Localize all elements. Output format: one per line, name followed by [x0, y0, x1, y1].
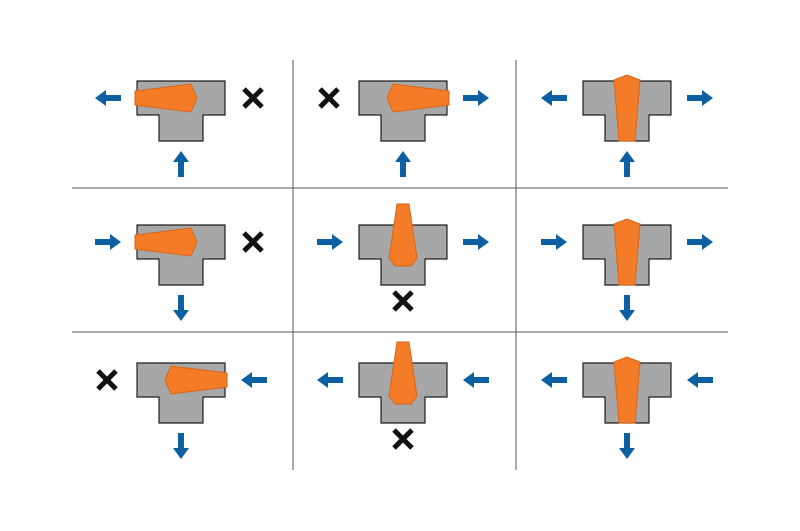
bottom-port-outflow-arrow-icon [173, 433, 189, 459]
valve-plug [388, 341, 418, 405]
right-port-blocked-cross-icon [242, 231, 264, 253]
bottom-port-blocked-cross-icon [392, 428, 414, 450]
right-port-outflow-arrow-icon [687, 90, 713, 106]
valve-cell-r3-c3 [541, 356, 713, 459]
valve-plug [134, 227, 198, 257]
bottom-port-inflow-arrow-icon [619, 151, 635, 177]
right-port-inflow-arrow-icon [463, 372, 489, 388]
grid-lines [72, 60, 728, 470]
left-port-outflow-arrow-icon [317, 372, 343, 388]
cross-stroke-b [242, 87, 264, 109]
bottom-port-inflow-arrow-icon [395, 151, 411, 177]
bottom-port-outflow-arrow-icon [619, 433, 635, 459]
valve-cell-r1-c3 [541, 74, 713, 177]
valve-cells [95, 74, 713, 459]
bottom-port-blocked-cross-icon [392, 290, 414, 312]
valve-cell-r3-c1 [96, 362, 267, 459]
valve-cell-r2-c2 [317, 203, 489, 312]
right-port-outflow-arrow-icon [687, 234, 713, 250]
valve-cell-r1-c2 [318, 80, 489, 177]
left-port-inflow-arrow-icon [317, 234, 343, 250]
right-port-inflow-arrow-icon [241, 372, 267, 388]
cross-stroke-b [392, 428, 414, 450]
valve-plug [613, 356, 641, 424]
valve-plug [134, 83, 198, 113]
bottom-port-outflow-arrow-icon [619, 295, 635, 321]
left-port-blocked-cross-icon [96, 369, 118, 391]
left-port-outflow-arrow-icon [541, 372, 567, 388]
left-port-blocked-cross-icon [318, 87, 340, 109]
valve-plug [613, 74, 641, 142]
right-port-blocked-cross-icon [242, 87, 264, 109]
valve-plug [386, 83, 450, 113]
right-port-outflow-arrow-icon [463, 234, 489, 250]
cross-stroke-b [318, 87, 340, 109]
bottom-port-inflow-arrow-icon [173, 151, 189, 177]
cross-stroke-b [392, 290, 414, 312]
left-port-inflow-arrow-icon [95, 234, 121, 250]
valve-cell-r3-c2 [317, 341, 489, 450]
valve-cell-r1-c1 [95, 80, 264, 177]
left-port-outflow-arrow-icon [541, 90, 567, 106]
bottom-port-outflow-arrow-icon [173, 295, 189, 321]
valve-plug [164, 365, 228, 395]
left-port-outflow-arrow-icon [95, 90, 121, 106]
valve-plug [388, 203, 418, 267]
right-port-outflow-arrow-icon [463, 90, 489, 106]
right-port-inflow-arrow-icon [687, 372, 713, 388]
cross-stroke-b [96, 369, 118, 391]
valve-plug [613, 218, 641, 286]
valve-cell-r2-c1 [95, 224, 264, 321]
valve-cell-r2-c3 [541, 218, 713, 321]
cross-stroke-b [242, 231, 264, 253]
left-port-inflow-arrow-icon [541, 234, 567, 250]
